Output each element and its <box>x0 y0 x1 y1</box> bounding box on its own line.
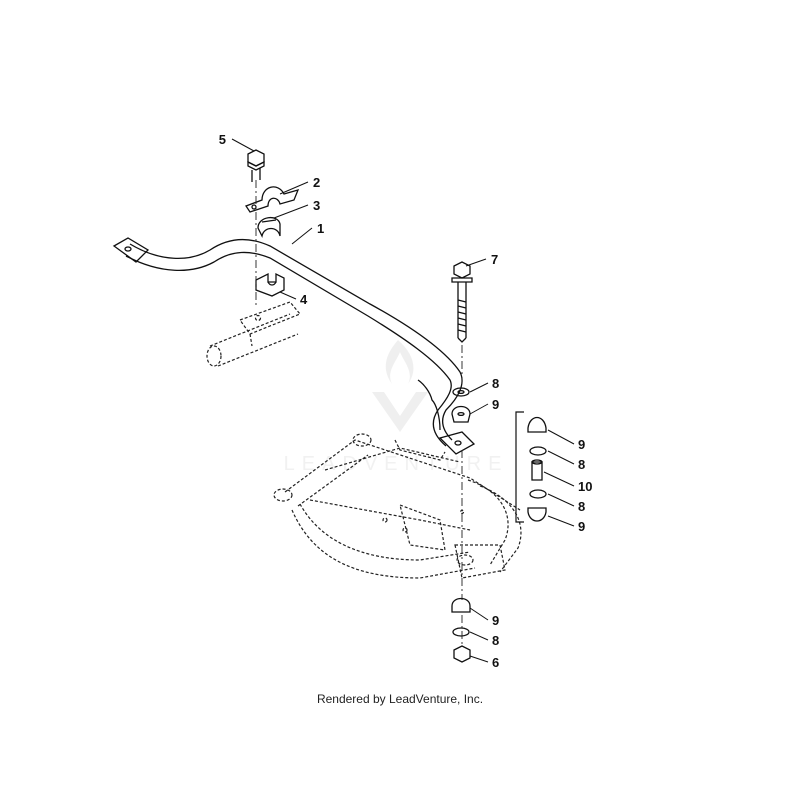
v-mark-icon <box>372 392 428 432</box>
bracket <box>255 272 285 297</box>
callout-6: 6 <box>492 655 499 670</box>
washer-upper <box>452 387 470 397</box>
stack-grommet-top <box>527 416 547 433</box>
render-credit: Rendered by LeadVenture, Inc. <box>316 692 484 706</box>
callout-8-stack-2: 8 <box>578 499 585 514</box>
lock-nut <box>453 645 471 663</box>
stack-washer-2 <box>529 489 547 499</box>
callout-9-stack-bottom: 9 <box>578 519 585 534</box>
bar-end-left <box>112 237 150 263</box>
callout-9-lower: 9 <box>492 613 499 628</box>
washer-lower <box>452 627 470 637</box>
grommet-lower <box>451 597 471 613</box>
swing-arm-frame <box>273 433 522 579</box>
callout-3: 3 <box>313 198 320 213</box>
stack-bracket-line <box>515 411 524 523</box>
callout-10: 10 <box>578 479 592 494</box>
callout-8-lower: 8 <box>492 633 499 648</box>
assembly-axis-lines <box>255 180 463 644</box>
bar-end-right <box>438 431 476 455</box>
stack-sleeve <box>531 461 543 481</box>
side-stack <box>515 411 547 523</box>
stack-grommet-bottom <box>527 507 547 522</box>
flame-icon <box>385 340 414 384</box>
callout-8-stack-1: 8 <box>578 457 585 472</box>
callout-2: 2 <box>313 175 320 190</box>
watermark-text: LEADVENTURE <box>284 453 509 475</box>
leader-lines <box>231 138 575 663</box>
callout-8-upper: 8 <box>492 376 499 391</box>
callout-9-upper: 9 <box>492 397 499 412</box>
grommet-upper <box>451 405 471 423</box>
frame-mount-tube <box>206 301 301 367</box>
callout-5: 5 <box>219 132 226 147</box>
callout-1: 1 <box>317 221 324 236</box>
cap-screw <box>247 149 265 182</box>
bushing <box>257 217 281 238</box>
stabilizer-bar <box>112 237 476 455</box>
callout-7: 7 <box>491 252 498 267</box>
stack-washer-1 <box>529 446 547 456</box>
callout-9-stack-top: 9 <box>578 437 585 452</box>
long-bolt <box>451 261 473 343</box>
callout-4: 4 <box>300 292 308 307</box>
clamp <box>245 186 300 213</box>
lower-stack <box>451 597 471 663</box>
watermark-logo: LEADVENTURE <box>284 340 509 475</box>
